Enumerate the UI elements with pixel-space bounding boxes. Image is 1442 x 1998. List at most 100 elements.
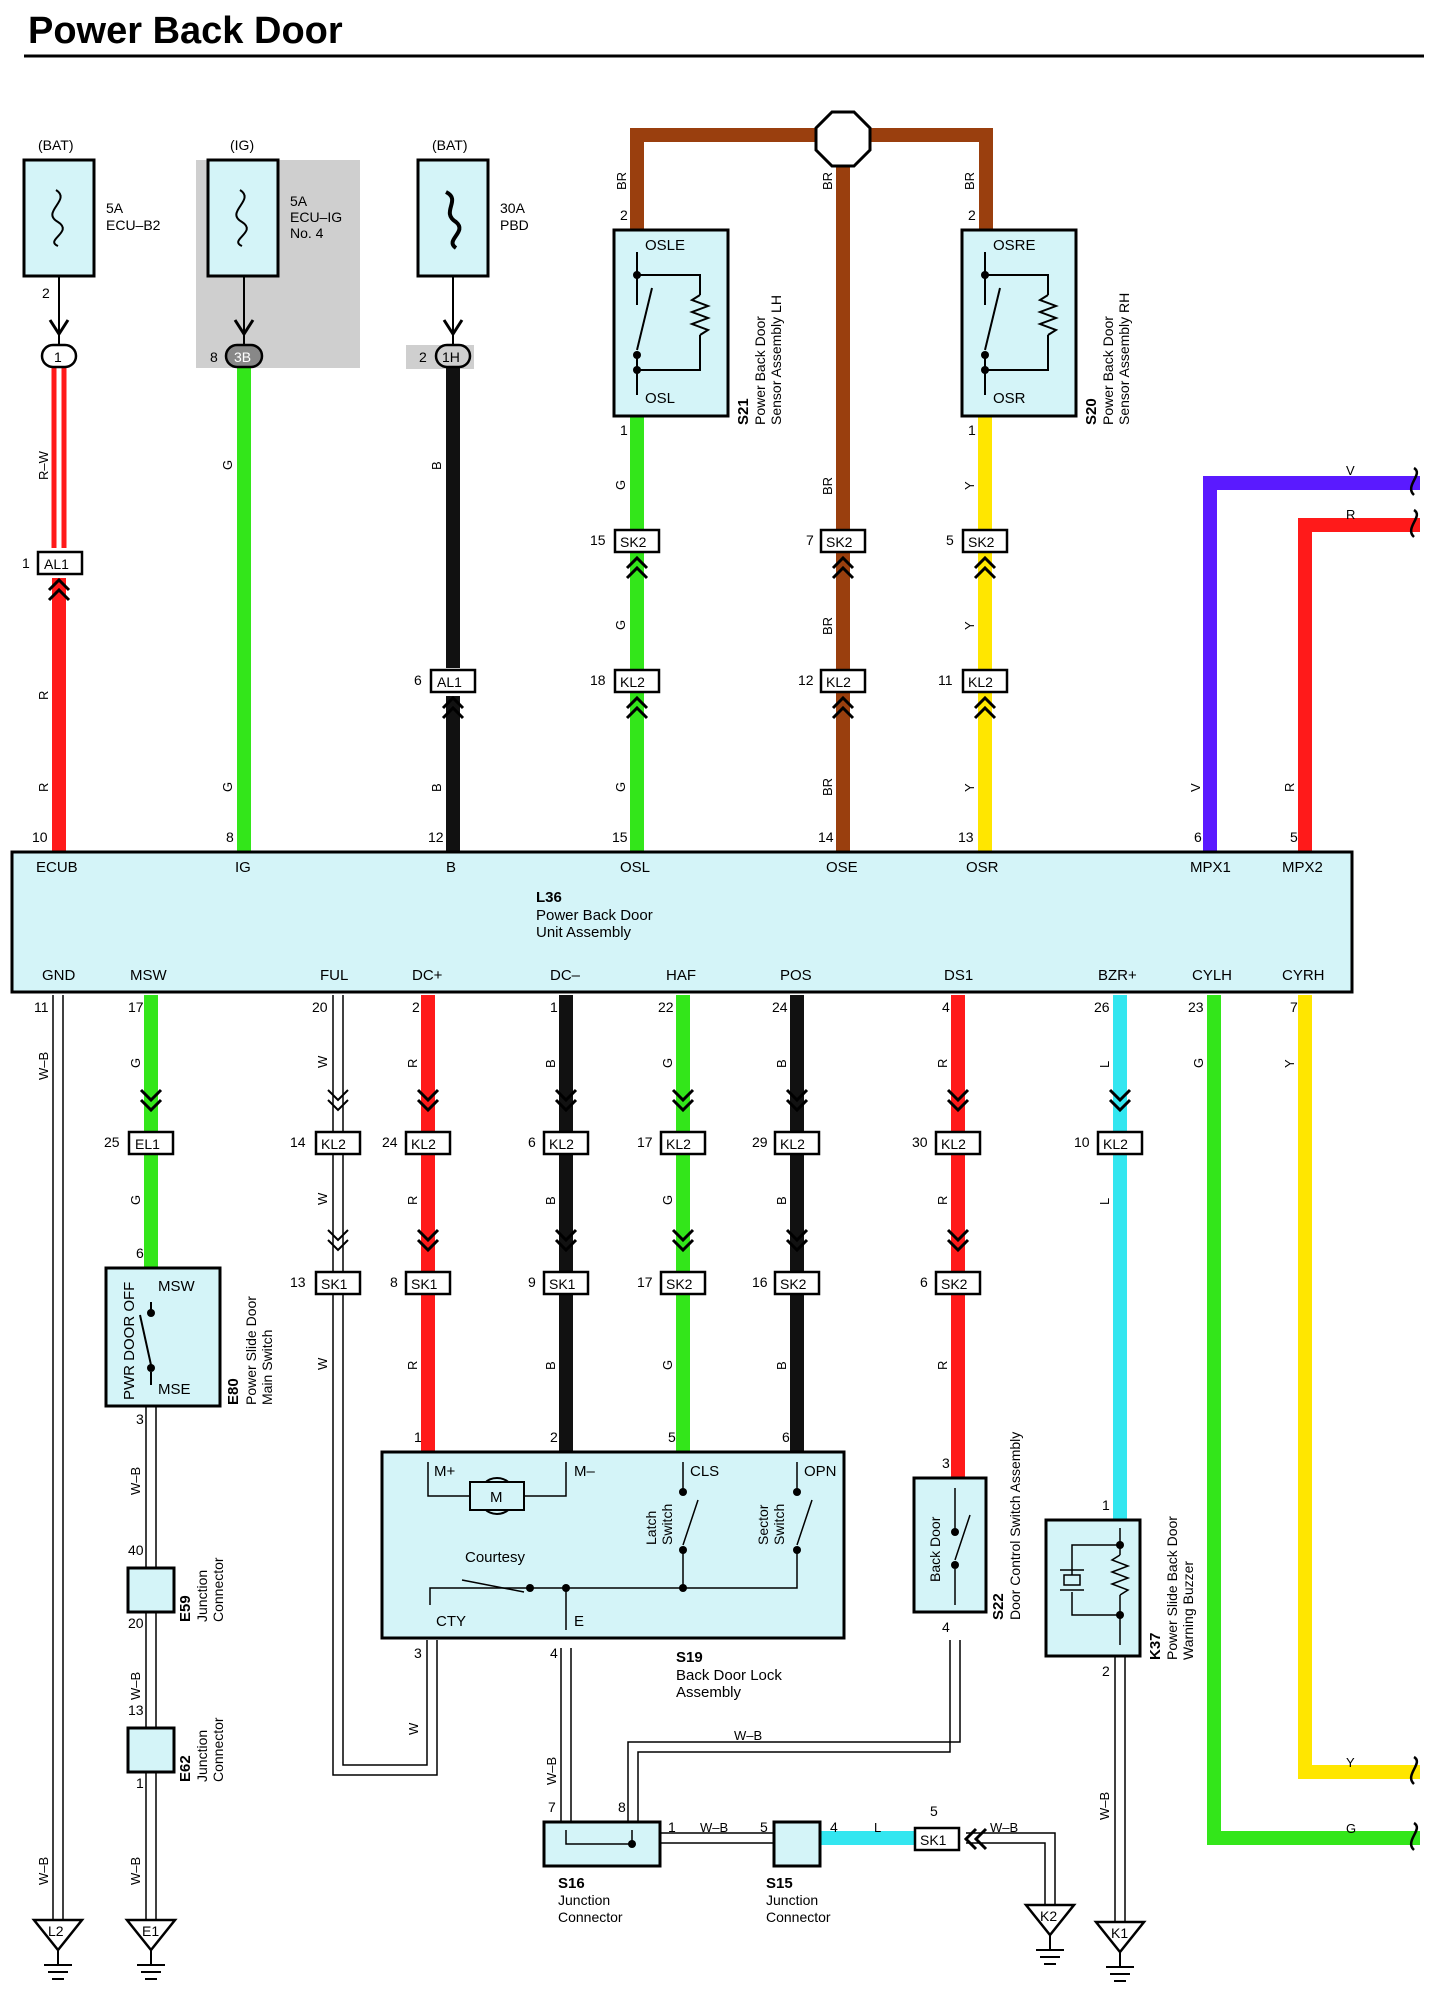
svg-text:2: 2 [550,1429,558,1445]
svg-text:B: B [774,1196,789,1205]
svg-text:7: 7 [806,532,814,548]
svg-text:KL2: KL2 [968,674,993,690]
svg-text:13: 13 [290,1274,306,1290]
svg-text:CYRH: CYRH [1282,967,1325,984]
svg-text:AL1: AL1 [44,556,69,572]
svg-text:SK2: SK2 [968,534,995,550]
svg-text:1: 1 [550,999,558,1015]
svg-text:R: R [36,691,51,700]
svg-text:Unit Assembly: Unit Assembly [536,924,632,941]
upper-wire-labels: R–W R R G G B B G G G BR BR BR Y Y Y BR … [36,172,1355,796]
svg-text:1: 1 [54,349,62,365]
svg-text:6: 6 [528,1134,536,1150]
svg-text:4: 4 [550,1645,558,1661]
svg-text:9: 9 [528,1274,536,1290]
svg-text:1: 1 [22,555,30,571]
svg-text:OSL: OSL [645,390,675,407]
svg-text:26: 26 [1094,999,1110,1015]
svg-text:7: 7 [548,1799,556,1815]
s19-lock-assembly: 1 2 5 6 M+ M– CLS OPN M Latch Switch Sec… [380,1429,846,1701]
svg-text:S19: S19 [676,1649,703,1666]
svg-text:L36: L36 [536,889,562,906]
e62-junction: 13 1 E62 Junction Connector [126,1702,226,1791]
svg-text:BZR+: BZR+ [1098,967,1137,984]
svg-text:12: 12 [798,672,814,688]
page-title: Power Back Door [28,10,343,52]
svg-text:CLS: CLS [690,1463,719,1480]
upper-connectors: 1 AL1 6 AL1 15 SK2 18 KL2 7 SK2 12 KL2 5… [22,528,1009,720]
svg-text:Power Back Door: Power Back Door [752,316,768,425]
svg-text:MPX1: MPX1 [1190,859,1231,876]
svg-text:G: G [613,782,628,792]
svg-text:W: W [315,1357,330,1370]
svg-text:E80: E80 [225,1378,242,1405]
svg-text:Y: Y [1282,1059,1297,1068]
svg-text:6: 6 [1194,829,1202,845]
svg-text:OSRE: OSRE [993,237,1036,254]
svg-text:22: 22 [658,999,674,1015]
svg-text:Connector: Connector [210,1717,226,1782]
svg-text:K37: K37 [1147,1632,1164,1660]
svg-text:FUL: FUL [320,967,348,984]
svg-text:13: 13 [128,1702,144,1718]
svg-text:4: 4 [942,1619,950,1635]
svg-text:POS: POS [780,967,812,984]
svg-text:Latch: Latch [643,1511,659,1545]
svg-text:BR: BR [614,172,629,190]
source-bat-1: (BAT) [38,137,74,153]
svg-text:Assembly: Assembly [676,1684,742,1701]
svg-text:BR: BR [820,778,835,796]
svg-text:3: 3 [942,1455,950,1471]
svg-text:1: 1 [620,422,628,438]
ground-e1: E1 [124,1918,178,1980]
svg-text:13: 13 [958,829,974,845]
svg-text:W–B: W–B [990,1820,1018,1835]
svg-text:16: 16 [752,1274,768,1290]
svg-text:11: 11 [34,999,49,1015]
svg-text:DC+: DC+ [412,967,443,984]
svg-text:Power Slide Back Door: Power Slide Back Door [1164,1516,1180,1660]
svg-text:G: G [660,1058,675,1068]
svg-text:BR: BR [820,172,835,190]
svg-text:SK2: SK2 [780,1276,807,1292]
svg-text:25: 25 [104,1134,120,1150]
svg-text:SK2: SK2 [941,1276,968,1292]
svg-text:2: 2 [620,207,628,223]
svg-text:SK2: SK2 [666,1276,693,1292]
l36-unit: L36 Power Back Door Unit Assembly 10 ECU… [10,829,1354,1015]
svg-text:DC–: DC– [550,967,581,984]
svg-text:5: 5 [760,1819,768,1835]
svg-text:Connector: Connector [766,1909,831,1925]
svg-text:E1: E1 [142,1923,159,1939]
svg-text:G: G [220,782,235,792]
svg-text:Connector: Connector [210,1557,226,1622]
svg-text:V: V [1188,783,1203,792]
svg-text:S22: S22 [990,1593,1007,1620]
svg-text:S20: S20 [1083,398,1100,425]
svg-text:W–B: W–B [128,1672,143,1700]
svg-text:ECUB: ECUB [36,859,78,876]
svg-text:20: 20 [312,999,328,1015]
svg-text:SK1: SK1 [920,1832,947,1848]
svg-text:2: 2 [968,207,976,223]
svg-text:15: 15 [612,829,628,845]
source-ig: (IG) [230,137,254,153]
svg-text:30: 30 [912,1134,928,1150]
svg-text:MSW: MSW [130,967,168,984]
svg-text:Sector: Sector [755,1504,771,1545]
svg-text:B: B [429,461,444,470]
svg-text:2: 2 [412,999,420,1015]
svg-text:OSR: OSR [993,390,1026,407]
svg-text:1: 1 [668,1819,676,1835]
k37-warning-buzzer: 1 2 K37 Power Slide Back Door Warning Bu… [1044,1497,1196,1679]
svg-text:Y: Y [962,621,977,630]
svg-text:B: B [774,1361,789,1370]
svg-text:R: R [405,1361,420,1370]
svg-text:AL1: AL1 [437,674,462,690]
svg-text:Warning Buzzer: Warning Buzzer [1180,1561,1196,1660]
svg-text:18: 18 [590,672,606,688]
svg-text:BR: BR [962,172,977,190]
svg-text:1: 1 [136,1775,144,1791]
svg-text:2: 2 [419,349,427,365]
svg-text:8: 8 [210,349,218,365]
